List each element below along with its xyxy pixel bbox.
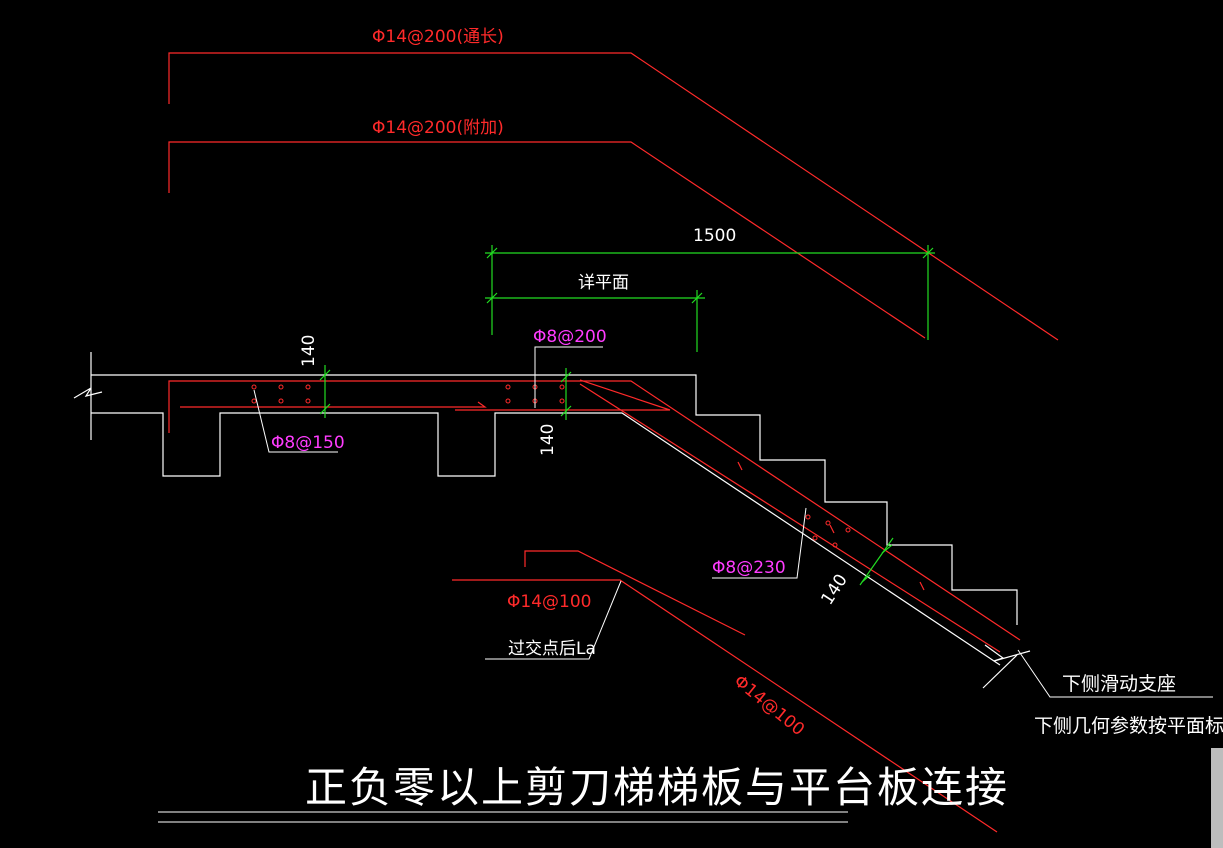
label-anchor-note: 过交点后La (508, 639, 596, 659)
label-thickness-stair: 140 (817, 571, 851, 609)
dimension-group (324, 245, 935, 586)
label-thickness-mid: 140 (538, 424, 558, 456)
leader-dist-stair (712, 507, 807, 579)
rebar-tick-2 (829, 524, 835, 534)
drawing-title: 正负零以上剪刀梯梯板与平台板连接 (305, 763, 1009, 812)
rebar-slab-bottom-right (455, 379, 671, 411)
label-thickness-left: 140 (299, 335, 319, 367)
break-lower (984, 644, 1031, 662)
rebar-tick-1 (737, 461, 743, 471)
leader-lines (158, 346, 1213, 823)
label-bottom-bar-upper: Φ14@100 (507, 592, 591, 612)
support-line (982, 654, 1018, 689)
slab-top (91, 374, 1018, 625)
rebar-slab-top (168, 380, 1021, 641)
rebar-tick-3 (919, 581, 925, 591)
break-zigzag (73, 387, 103, 399)
rebar-bottom-upper (524, 550, 746, 636)
label-top-bar-additional: Φ14@200(附加) (372, 118, 504, 138)
dimension-ticks (319, 247, 934, 583)
rebar-bottom-diag (452, 579, 998, 833)
rebar-stair-bottom (579, 383, 1001, 653)
leader-anchor (485, 580, 622, 660)
label-dist-bar-left: Φ8@150 (271, 433, 345, 453)
concrete-outline (73, 352, 1031, 689)
leader-dist-top (534, 346, 603, 408)
label-bottom-bar-diag: Φ14@100 (730, 671, 808, 740)
leader-dist-left (253, 389, 338, 453)
label-dist-bar-stair: Φ8@230 (712, 558, 786, 578)
slab-bottom (91, 412, 1001, 666)
label-top-bar-through: Φ14@200(通长) (372, 27, 504, 47)
leader-support (1017, 649, 1213, 698)
rebar-top-through (168, 52, 1059, 341)
rebar-group (168, 52, 1059, 833)
label-support-note: 下侧几何参数按平面标注 (1034, 715, 1223, 737)
distribution-dots (251, 384, 851, 548)
dim-thick-stair (859, 537, 894, 586)
label-dim-total: 1500 (693, 226, 736, 246)
rebar-slab-bottom-left (180, 401, 487, 408)
rebar-top-additional (168, 141, 926, 339)
label-support-title: 下侧滑动支座 (1062, 673, 1176, 695)
scrollbar[interactable] (1211, 748, 1223, 848)
label-dim-detail: 详平面 (578, 273, 629, 293)
label-dist-bar-top: Φ8@200 (533, 327, 607, 347)
